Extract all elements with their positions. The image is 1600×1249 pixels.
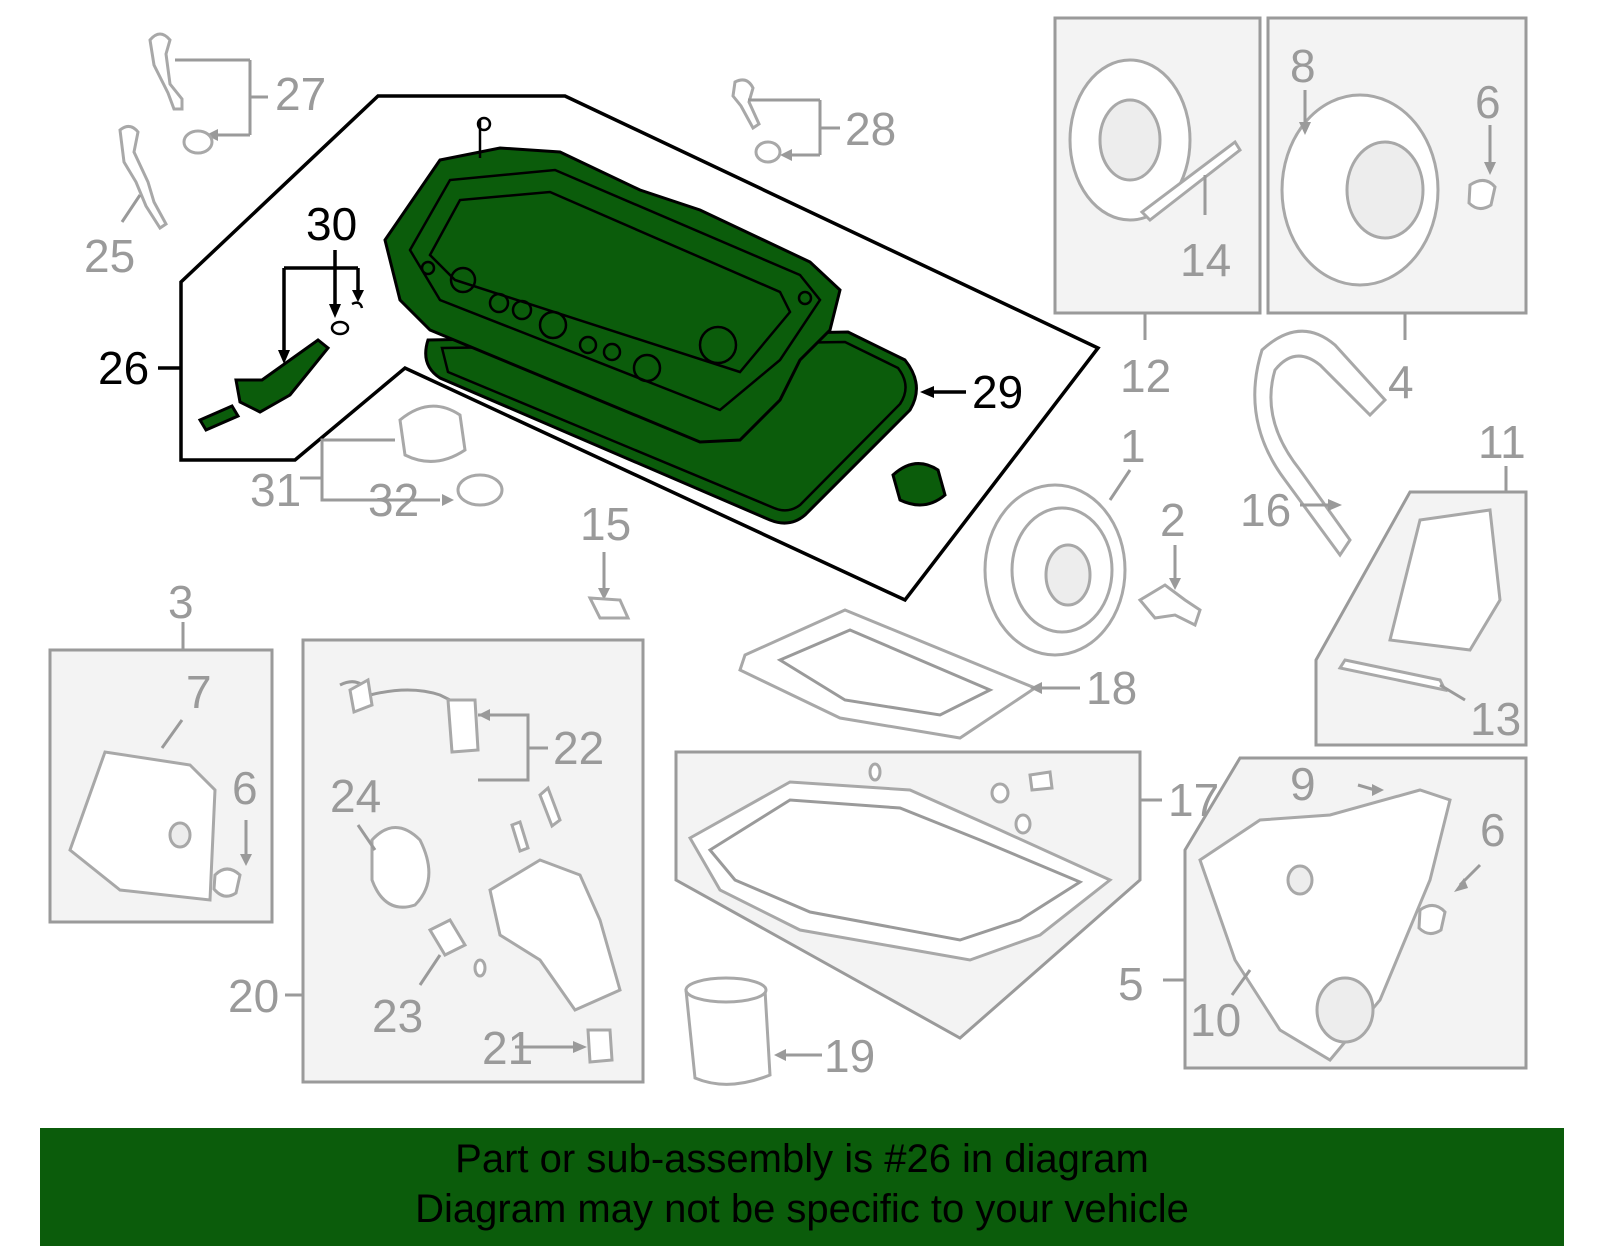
box-20 (285, 638, 645, 1084)
callout-1: 1 (1120, 420, 1146, 472)
box-5 (1163, 756, 1528, 1070)
sensor-15 (587, 552, 631, 620)
callout-9: 9 (1290, 758, 1316, 810)
callout-30: 30 (306, 198, 357, 250)
crank-pulley (983, 469, 1132, 657)
timing-belt (1253, 329, 1388, 558)
callout-16: 16 (1240, 484, 1291, 536)
callout-22: 22 (553, 722, 604, 774)
valve-cover-region (158, 94, 1101, 603)
callout-8: 8 (1290, 40, 1316, 92)
oil-filler-cap-group (300, 404, 504, 507)
oil-seal-cap (891, 462, 947, 507)
dipstick-group (148, 32, 268, 155)
callout-12: 12 (1120, 350, 1171, 402)
info-banner: Part or sub-assembly is #26 in diagram D… (40, 1128, 1564, 1246)
callout-13: 13 (1470, 693, 1521, 745)
box-12 (1053, 16, 1262, 340)
banner-line-1: Part or sub-assembly is #26 in diagram (455, 1137, 1149, 1181)
callout-28: 28 (845, 103, 896, 155)
callout-11: 11 (1478, 416, 1526, 468)
callout-25: 25 (84, 230, 135, 282)
callout-6a: 6 (1475, 76, 1501, 128)
callout-6b: 6 (232, 762, 258, 814)
callout-4: 4 (1388, 356, 1414, 408)
oil-filter (684, 976, 822, 1086)
callout-3: 3 (168, 576, 194, 628)
callout-2: 2 (1160, 494, 1186, 546)
callout-20: 20 (228, 970, 279, 1022)
callout-15: 15 (580, 498, 631, 550)
box-3 (48, 622, 274, 924)
callout-19: 19 (824, 1030, 875, 1082)
callout-10: 10 (1190, 994, 1241, 1046)
callout-5: 5 (1118, 958, 1144, 1010)
callout-18: 18 (1086, 662, 1137, 714)
bolt-28-group (731, 78, 840, 164)
callout-21: 21 (482, 1022, 533, 1074)
callout-32: 32 (368, 474, 419, 526)
callout-24: 24 (330, 770, 381, 822)
callout-7: 7 (186, 666, 212, 718)
baffle-plate (738, 608, 1080, 740)
callout-29: 29 (972, 366, 1023, 418)
callout-31: 31 (250, 464, 301, 516)
callout-26: 26 (98, 342, 149, 394)
box-11 (1314, 466, 1528, 747)
banner-line-2: Diagram may not be specific to your vehi… (415, 1187, 1189, 1231)
callout-14: 14 (1180, 234, 1231, 286)
callout-27: 27 (275, 68, 326, 120)
box-4 (1266, 16, 1528, 340)
box-17 (674, 750, 1162, 1040)
dipstick-tube-group (118, 125, 168, 231)
callout-6c: 6 (1480, 804, 1506, 856)
crank-bolt (1137, 545, 1202, 628)
callout-23: 23 (372, 990, 423, 1042)
